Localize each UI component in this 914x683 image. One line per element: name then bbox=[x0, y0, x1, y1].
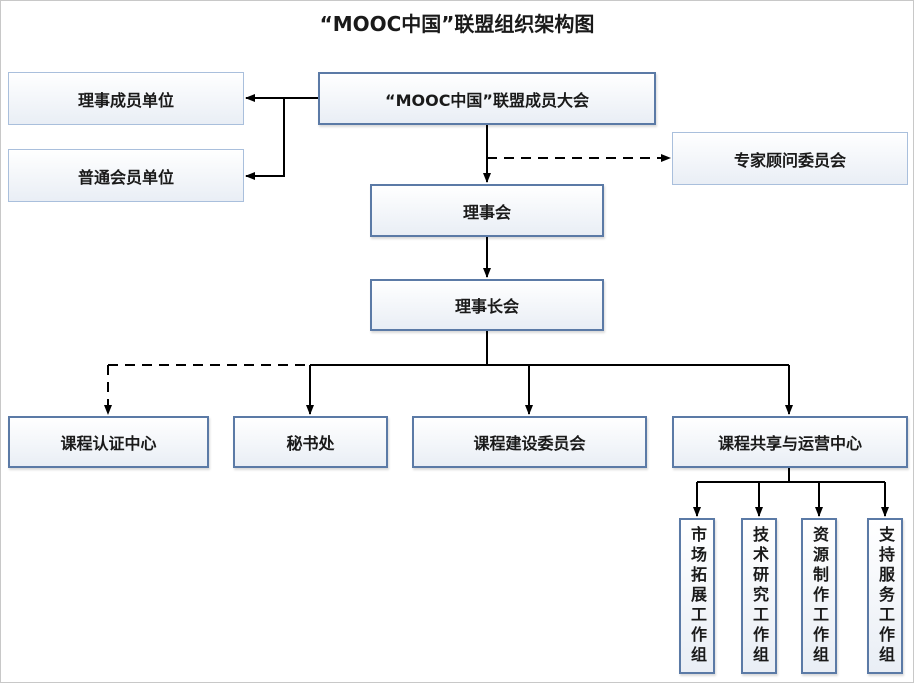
connector-assembly-to-regular-members bbox=[245, 98, 285, 180]
diagram-title: “MOOC中国”联盟组织架构图 bbox=[319, 12, 595, 36]
node-expert-committee: 专家顾问委员会 bbox=[672, 132, 908, 185]
node-assembly: “MOOC中国”联盟成员大会 bbox=[318, 72, 656, 125]
node-regular-members: 普通会员单位 bbox=[8, 149, 244, 202]
node-course-committee: 课程建设委员会 bbox=[412, 416, 647, 468]
node-ops-center: 课程共享与运营中心 bbox=[672, 416, 908, 468]
node-group-tech: 技术研究工作组 bbox=[741, 518, 777, 674]
node-group-support: 支持服务工作组 bbox=[867, 518, 903, 674]
node-group-resource: 资源制作工作组 bbox=[801, 518, 837, 674]
node-council-members: 理事成员单位 bbox=[8, 72, 244, 125]
node-chairman: 理事长会 bbox=[370, 279, 604, 331]
node-group-market: 市场拓展工作组 bbox=[679, 518, 715, 674]
node-secretariat: 秘书处 bbox=[233, 416, 388, 468]
node-cert-center: 课程认证中心 bbox=[8, 416, 209, 468]
node-council: 理事会 bbox=[370, 184, 604, 237]
